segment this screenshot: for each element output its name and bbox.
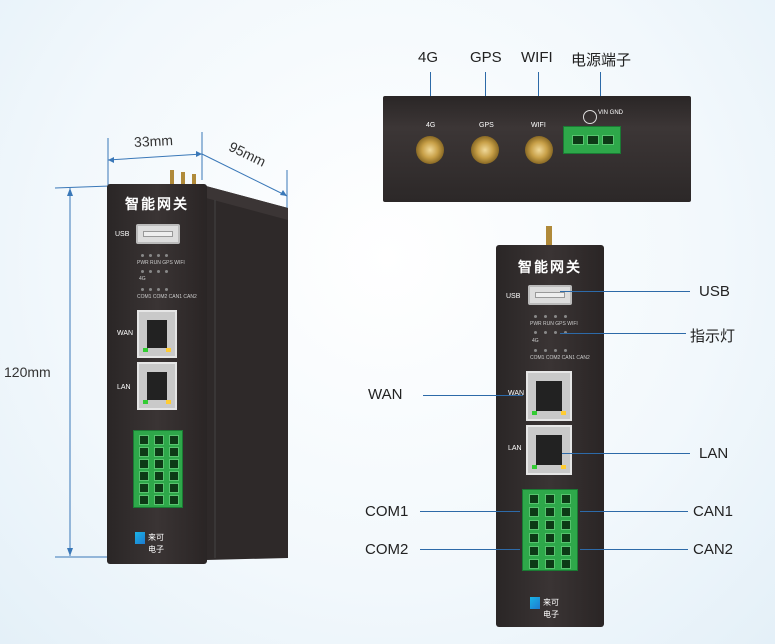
panel-text-4g: 4G (426, 122, 436, 129)
wan-port-label: WAN (117, 330, 134, 337)
front-device-panel: 智能网关 USB PWR RUN GPS WIFI 4G COM1 COM2 C… (496, 245, 604, 627)
front-wan-label: WAN (508, 390, 525, 397)
callout-usb: USB (699, 283, 730, 300)
top-panel: 4G GPS WIFI VIN GND (383, 96, 691, 202)
panel-text-power: VIN GND (598, 110, 624, 116)
width-dimension: 33mm (133, 131, 174, 151)
lan-port-label: LAN (117, 384, 131, 391)
front-terminal-block (522, 489, 578, 571)
label-wifi: WIFI (521, 49, 553, 66)
leader-line (485, 72, 486, 100)
antenna-connector (181, 172, 185, 186)
sma-4g (416, 136, 444, 164)
lan-port (137, 362, 177, 410)
power-terminal (563, 126, 621, 154)
callout-can2: CAN2 (693, 541, 734, 558)
panel-text-wifi: WIFI (531, 122, 546, 129)
antenna-connector (170, 170, 174, 186)
logo-mark-icon (135, 532, 145, 544)
front-company-logo: 来可电子 (530, 597, 559, 620)
front-logo-mark-icon (530, 597, 540, 609)
callout-line-can2 (580, 549, 688, 550)
terminal-block (133, 430, 183, 508)
antenna-connector (546, 226, 552, 248)
brand-title: 智能网关 (125, 196, 189, 212)
leader-line (600, 72, 601, 100)
panel-text-gps: GPS (479, 122, 494, 129)
callout-can1: CAN1 (693, 503, 734, 520)
callout-line-wan (423, 395, 523, 396)
sma-wifi (525, 136, 553, 164)
front-wan-port (526, 371, 572, 421)
callout-com2: COM2 (365, 541, 409, 558)
height-dimension: 120mm (4, 364, 51, 380)
front-lan-label: LAN (508, 445, 522, 452)
callout-wan: WAN (368, 386, 403, 403)
callout-line-usb (560, 291, 690, 292)
label-gps: GPS (470, 49, 502, 66)
leader-line (430, 72, 431, 100)
ground-icon (583, 110, 597, 124)
callout-line-lan (562, 453, 690, 454)
callout-lan: LAN (699, 445, 729, 462)
leader-line (538, 72, 539, 100)
callout-com1: COM1 (365, 503, 409, 520)
usb-port (136, 224, 180, 244)
wan-port (137, 310, 177, 358)
antenna-connector (192, 174, 196, 186)
dimension-lines (54, 132, 288, 558)
callout-indicator: 指示灯 (690, 328, 736, 345)
label-power-terminal: 电源端子 (571, 52, 632, 69)
front-brand-title: 智能网关 (518, 259, 582, 275)
front-usb-port (528, 285, 572, 305)
label-4g: 4G (418, 49, 439, 66)
callout-line-indicator (560, 333, 686, 334)
company-logo: 来可电子 (135, 532, 164, 555)
callout-line-com2 (420, 549, 520, 550)
callout-line-com1 (420, 511, 520, 512)
callout-line-can1 (580, 511, 688, 512)
usb-port-label: USB (115, 231, 130, 238)
device-front-panel: 智能网关 USB PWR RUN GPS WIFI 4G COM1 COM2 C… (107, 184, 207, 564)
sma-gps (471, 136, 499, 164)
front-lan-port (526, 425, 572, 475)
front-usb-label: USB (506, 293, 521, 300)
device-side-panel (206, 186, 288, 560)
